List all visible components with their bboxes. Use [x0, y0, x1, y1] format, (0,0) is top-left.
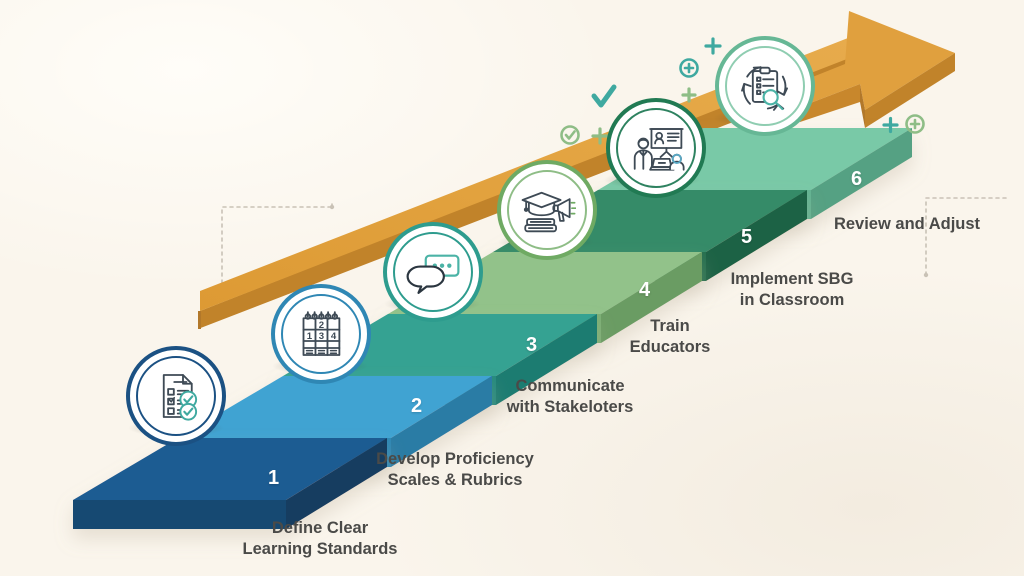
step-number-3: 3 [526, 334, 538, 356]
medallion-inner-ring [507, 170, 587, 250]
step-caption-4: Train Educators [629, 317, 711, 357]
clipboard-review-cycle-icon [741, 66, 788, 111]
svg-text:3: 3 [319, 331, 324, 342]
step-caption-2: Develop Proficiency Scales & Rubrics [376, 450, 534, 490]
medallion-inner-ring [281, 294, 361, 374]
graduation-cap-megaphone-icon [521, 191, 576, 233]
svg-text:1: 1 [307, 331, 313, 342]
step-caption-3: Communicate with Stakeloters [506, 377, 634, 417]
step-caption-1: Define Clear Learning Standards [242, 519, 398, 559]
step-number-6: 6 [851, 168, 863, 190]
medallion-inner-ring [725, 46, 805, 126]
medallion-inner-ring [136, 356, 216, 436]
svg-text:2: 2 [319, 320, 324, 331]
step-medallion-6[interactable] [715, 36, 815, 136]
step-number-2: 2 [411, 395, 423, 417]
teacher-presentation-icon [633, 128, 685, 171]
step-number-5: 5 [741, 226, 753, 248]
speech-bubbles-icon [406, 254, 460, 294]
check-mark-decoration [591, 84, 617, 108]
plus-decoration [591, 37, 899, 145]
check-circle-decoration [560, 125, 580, 145]
step-caption-6: Review and Adjust [833, 215, 981, 233]
step-medallion-4[interactable] [497, 160, 597, 260]
rubric-scale-grid-icon: 2 1 3 4 [302, 311, 341, 356]
step-medallion-1[interactable] [126, 346, 226, 446]
step-number-1: 1 [268, 467, 280, 489]
step-medallion-2[interactable]: 2 1 3 4 [271, 284, 371, 384]
medallion-inner-ring [616, 108, 696, 188]
checklist-document-icon [162, 374, 198, 421]
plus-circle-decoration [679, 58, 925, 134]
step-number-4: 4 [639, 279, 651, 301]
step-medallion-5[interactable] [606, 98, 706, 198]
step-medallion-3[interactable] [383, 222, 483, 322]
step-caption-5: Implement SBG in Classroom [730, 270, 854, 310]
svg-text:4: 4 [331, 331, 337, 342]
medallion-inner-ring [393, 232, 473, 312]
step-block-1 [73, 438, 387, 529]
